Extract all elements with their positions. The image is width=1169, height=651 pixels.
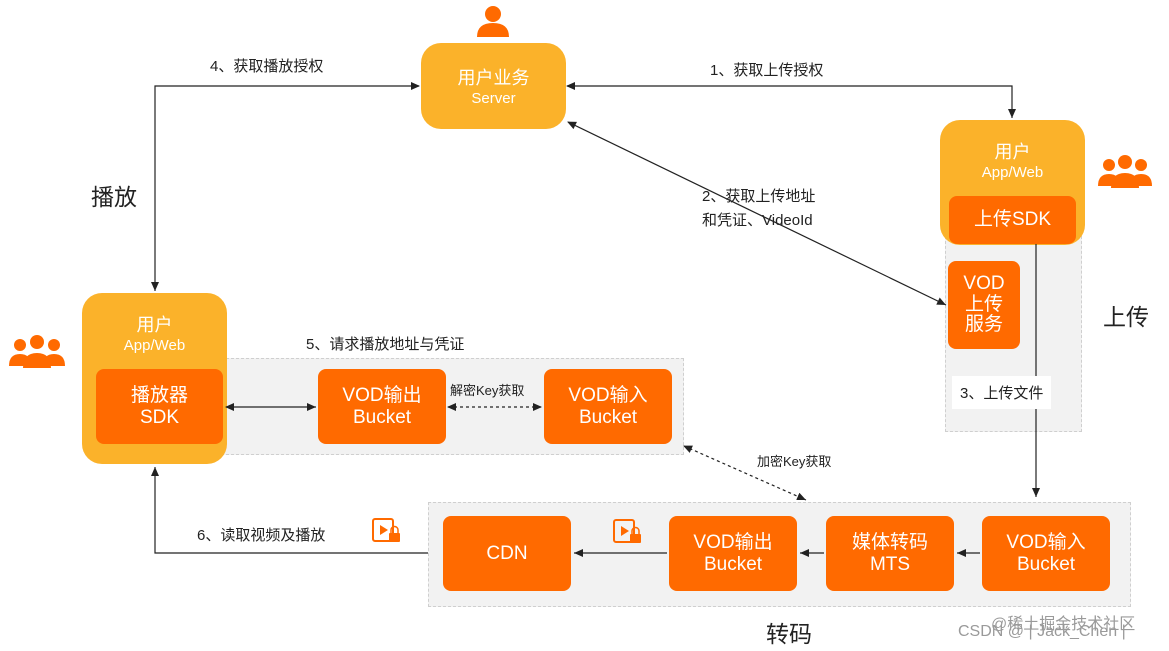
cdn-box: CDN <box>443 516 571 591</box>
step-2-label-line2: 和凭证、VideoId <box>702 212 813 229</box>
arrow-upload-auth <box>566 82 1016 118</box>
mts-box: 媒体转码 MTS <box>826 516 954 591</box>
player-sdk-line2: SDK <box>139 406 180 428</box>
arrow-play-auth <box>151 82 420 291</box>
server-title: 用户业务 <box>457 68 530 88</box>
cdn-label: CDN <box>486 542 528 564</box>
upload-sdk-label: 上传SDK <box>973 209 1052 231</box>
encrypted-video-icon <box>613 519 641 543</box>
player-user-subtitle: App/Web <box>123 337 186 354</box>
upper-vod-output-line2: Bucket <box>352 406 412 428</box>
step-3-label: 3、上传文件 <box>952 376 1052 409</box>
upper-vod-input-line1: VOD输入 <box>568 384 648 406</box>
step-2-label-line1: 2、获取上传地址 <box>702 188 816 205</box>
step-5-label: 5、请求播放地址与凭证 <box>306 336 465 353</box>
upper-vod-output-bucket: VOD输出 Bucket <box>318 369 446 444</box>
vod-upload-service-line2: 上传 <box>964 293 1003 315</box>
player-user-title: 用户 <box>136 315 173 335</box>
watermark-juejin: @稀土掘金技术社区 <box>991 616 1136 633</box>
arrow-encrypt-key <box>683 445 807 501</box>
server-box: 用户业务 Server <box>421 43 566 129</box>
lower-vod-input-bucket: VOD输入 Bucket <box>982 516 1110 591</box>
arrow-read-video <box>151 467 428 554</box>
watermark-csdn: CSDN @ | Jack_Chen | <box>958 623 1126 640</box>
upload-section-label: 上传 <box>1103 304 1149 330</box>
server-subtitle: Server <box>471 90 516 107</box>
lower-vod-input-line1: VOD输入 <box>1006 531 1086 553</box>
uploader-subtitle: App/Web <box>981 164 1044 181</box>
vod-upload-service-line3: 服务 <box>964 314 1003 336</box>
decrypt-key-label: 解密Key获取 <box>450 383 525 398</box>
mts-line1: 媒体转码 <box>851 531 928 553</box>
upper-vod-input-bucket: VOD输入 Bucket <box>544 369 672 444</box>
step-4-label: 4、获取播放授权 <box>210 58 324 75</box>
uploader-title: 用户 <box>994 142 1031 162</box>
encrypt-key-label: 加密Key获取 <box>757 454 832 469</box>
player-sdk-line1: 播放器 <box>130 384 188 406</box>
upper-vod-input-line2: Bucket <box>578 406 638 428</box>
mts-line2: MTS <box>869 553 911 575</box>
lower-vod-input-line2: Bucket <box>1016 553 1076 575</box>
upper-vod-output-line1: VOD输出 <box>342 384 422 406</box>
upload-sdk-box: 上传SDK <box>949 196 1076 244</box>
play-section-label: 播放 <box>91 184 137 210</box>
vod-upload-service-box: VOD 上传 服务 <box>948 261 1020 349</box>
encrypted-video-icon <box>372 518 400 542</box>
player-sdk-box: 播放器 SDK <box>96 369 223 444</box>
step-6-label: 6、读取视频及播放 <box>197 527 326 544</box>
lower-vod-output-line1: VOD输出 <box>693 531 773 553</box>
step-1-label: 1、获取上传授权 <box>710 62 824 79</box>
transcode-section-label: 转码 <box>766 621 812 647</box>
user-group-icon <box>9 335 65 368</box>
vod-upload-service-line1: VOD <box>963 272 1005 294</box>
lower-vod-output-bucket: VOD输出 Bucket <box>669 516 797 591</box>
user-group-icon <box>1098 155 1152 188</box>
arrow-upload-address <box>567 121 947 306</box>
user-icon <box>477 6 509 37</box>
lower-vod-output-line2: Bucket <box>703 553 763 575</box>
